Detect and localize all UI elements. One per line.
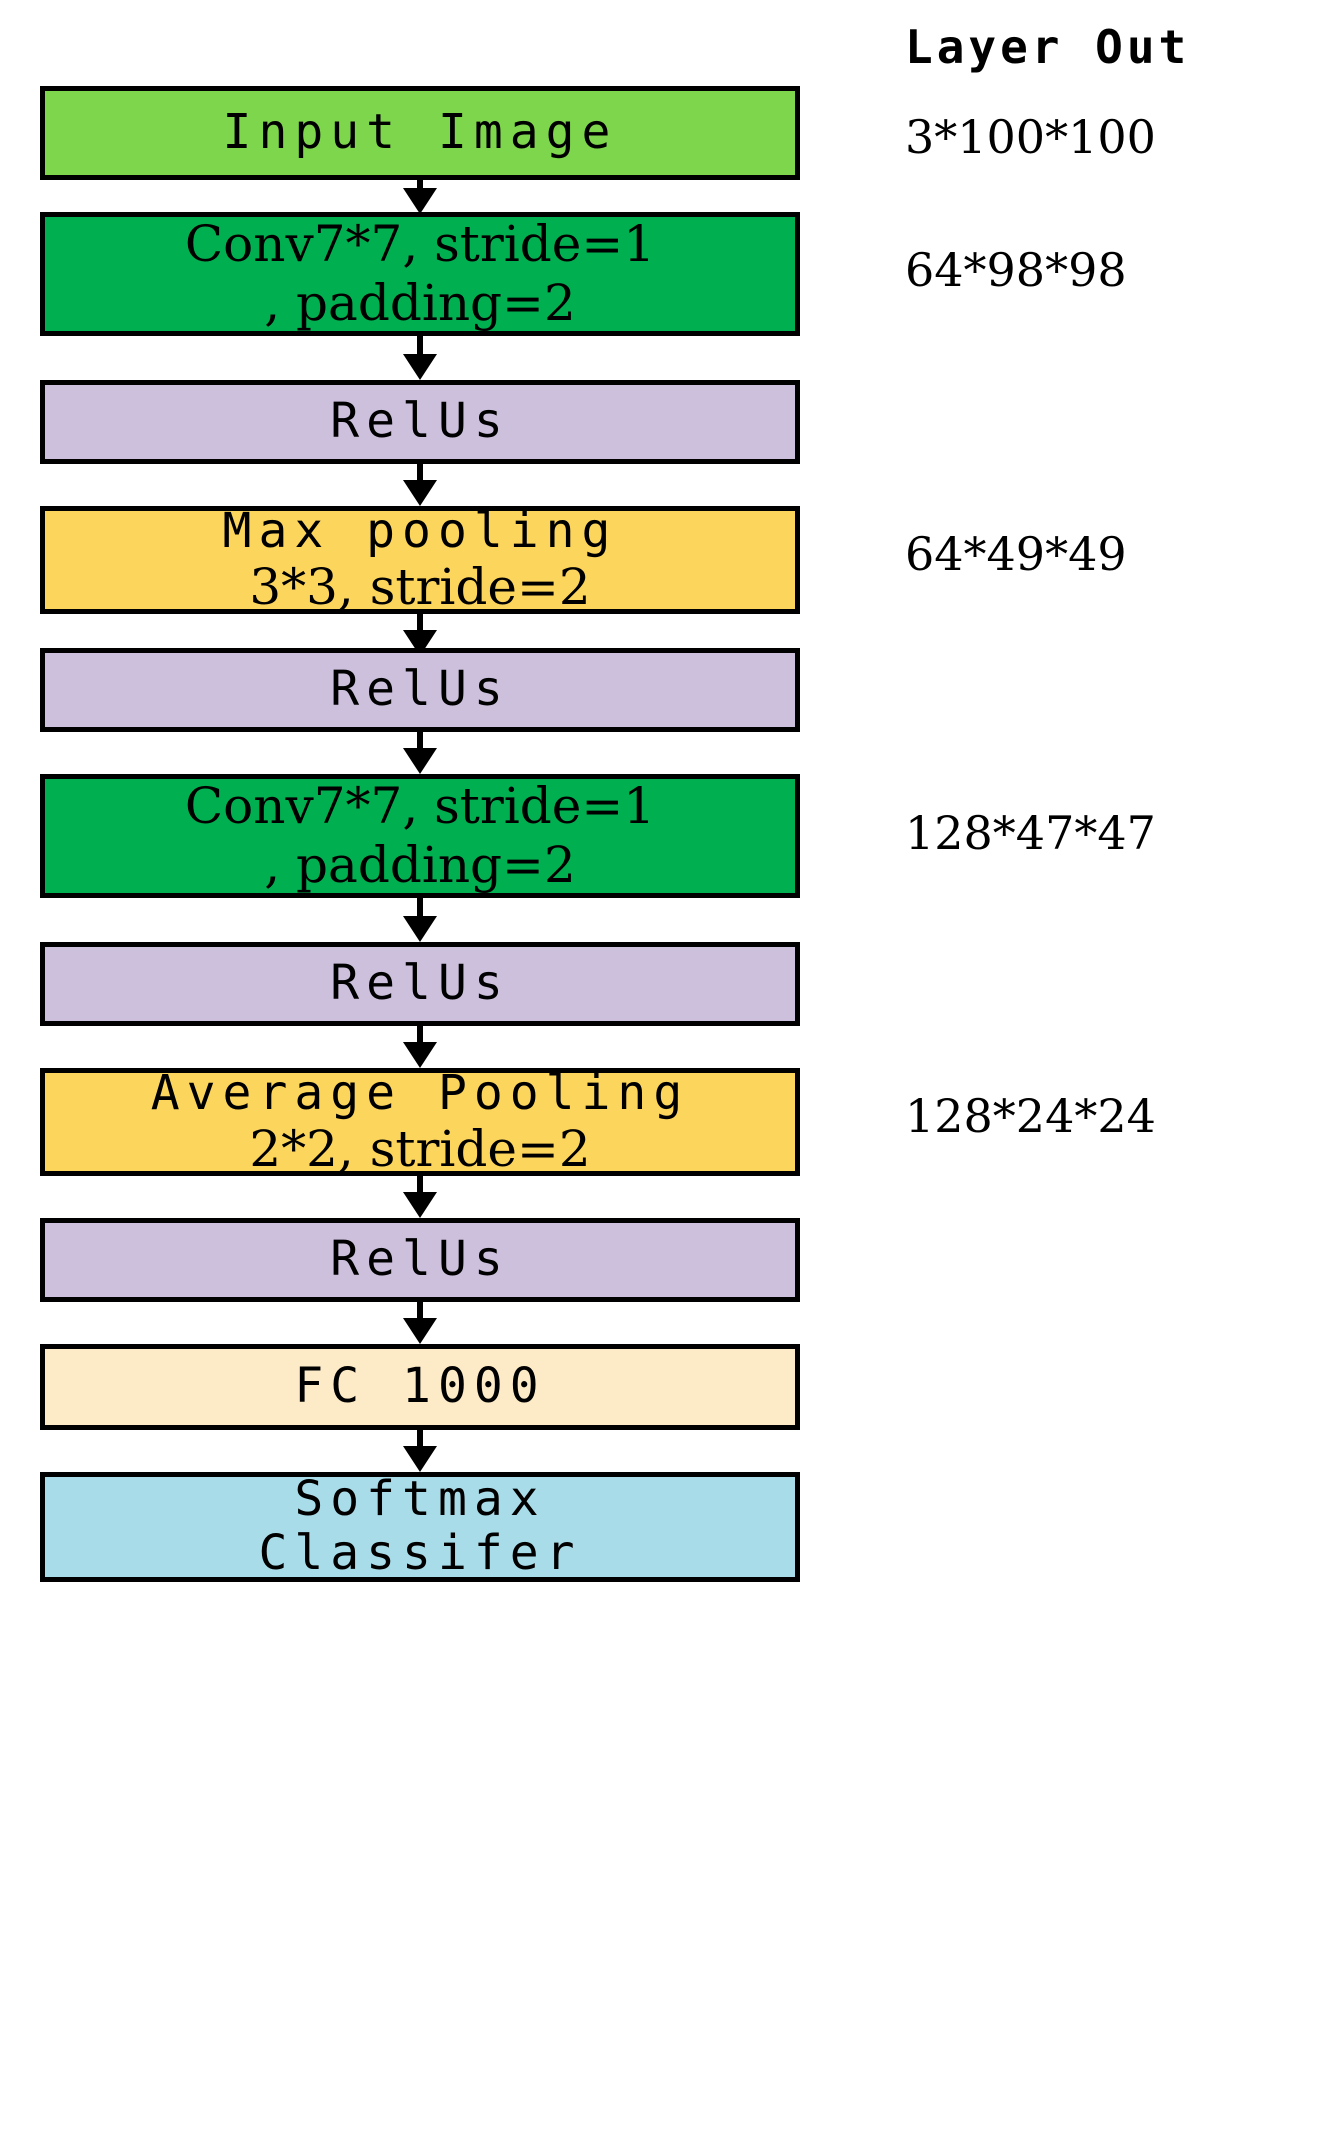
arrow-avgpool-to-relu4 [403, 1176, 437, 1218]
layer-out-value-max-pooling: 64*49*49 [905, 527, 1127, 581]
arrow-relu2-to-conv2 [403, 732, 437, 774]
node-relu-1-label: RelUs [330, 393, 510, 450]
node-softmax-classifier-line-1: Softmax [294, 1471, 546, 1528]
layer-out-header: Layer Out [905, 20, 1191, 74]
node-average-pooling-line-2: 2*2, stride=2 [249, 1119, 591, 1178]
arrow-relu3-to-avgpool [403, 1026, 437, 1068]
node-input-image[interactable]: Input Image [40, 86, 800, 180]
node-relu-3[interactable]: RelUs [40, 942, 800, 1026]
layer-out-value-average-pooling: 128*24*24 [905, 1089, 1156, 1143]
node-relu-4[interactable]: RelUs [40, 1218, 800, 1302]
node-conv-layer-1-line-1: Conv7*7, stride=1 [184, 215, 656, 273]
layer-out-value-input-image: 3*100*100 [905, 110, 1156, 164]
layer-out-value-conv-1: 64*98*98 [905, 243, 1127, 297]
node-conv-layer-1-line-2: , padding=2 [264, 274, 576, 332]
node-average-pooling-line-1: Average Pooling [150, 1065, 690, 1122]
node-relu-3-label: RelUs [330, 955, 510, 1012]
node-relu-1[interactable]: RelUs [40, 380, 800, 464]
node-fully-connected[interactable]: FC 1000 [40, 1344, 800, 1430]
node-relu-4-label: RelUs [330, 1231, 510, 1288]
arrow-relu4-to-fc [403, 1302, 437, 1344]
arrow-relu1-to-maxpool [403, 464, 437, 506]
node-conv-layer-2[interactable]: Conv7*7, stride=1 , padding=2 [40, 774, 800, 898]
node-conv-layer-2-line-2: , padding=2 [264, 836, 576, 894]
layer-out-value-conv-2: 128*47*47 [905, 806, 1156, 860]
node-relu-2-label: RelUs [330, 661, 510, 718]
node-input-image-label: Input Image [222, 104, 618, 161]
arrow-fc-to-softmax [403, 1430, 437, 1472]
node-max-pooling-line-1: Max pooling [222, 503, 618, 560]
arrow-conv2-to-relu3 [403, 898, 437, 942]
node-softmax-classifier[interactable]: Softmax Classifer [40, 1472, 800, 1582]
node-conv-layer-2-line-1: Conv7*7, stride=1 [184, 777, 656, 835]
node-conv-layer-1[interactable]: Conv7*7, stride=1 , padding=2 [40, 212, 800, 336]
node-max-pooling-line-2: 3*3, stride=2 [249, 557, 591, 616]
node-softmax-classifier-line-2: Classifer [258, 1525, 582, 1581]
node-fully-connected-label: FC 1000 [294, 1358, 546, 1415]
node-max-pooling[interactable]: Max pooling 3*3, stride=2 [40, 503, 800, 616]
arrow-conv1-to-relu1 [403, 336, 437, 380]
arrow-input-to-conv1 [403, 180, 437, 214]
node-relu-2[interactable]: RelUs [40, 648, 800, 732]
node-average-pooling[interactable]: Average Pooling 2*2, stride=2 [40, 1065, 800, 1178]
